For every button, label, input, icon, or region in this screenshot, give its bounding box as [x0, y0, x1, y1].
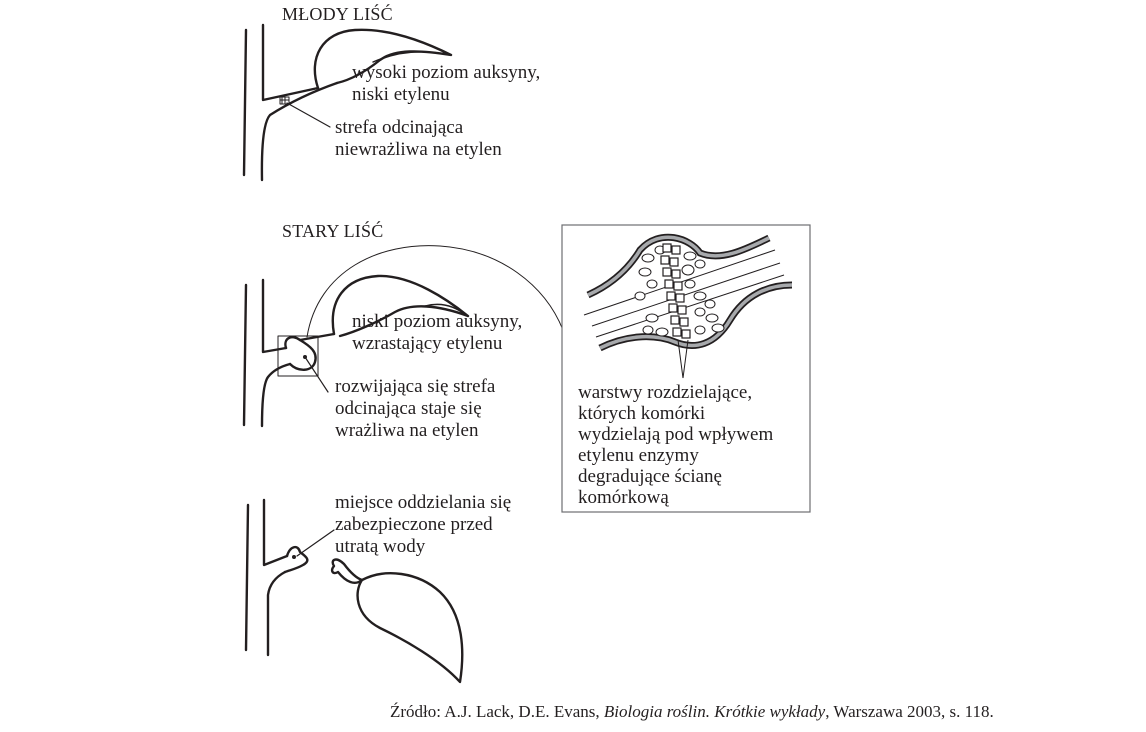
young-leaf-blade: [313, 28, 453, 90]
young-stem-right: [261, 23, 320, 102]
old-petiole-lower: [260, 362, 292, 428]
young-stem-left: [242, 28, 248, 177]
old-zoom-arc: [306, 245, 564, 338]
detached-stem-right: [262, 498, 289, 567]
inset-layers-label: warstwy rozdzielające, których komórki w…: [578, 382, 774, 508]
old-leaf-title: STARY LIŚĆ: [282, 221, 384, 241]
old-swelling: [284, 336, 317, 371]
young-leaf-vein: [372, 51, 450, 63]
old-leaf-hormone-label: niski poziom auksyny, wzrastający etylen…: [352, 311, 523, 354]
old-leaf-vein: [424, 303, 468, 317]
old-leaf-drawing: [242, 245, 564, 428]
source-citation: Źródło: A.J. Lack, D.E. Evans, Biologia …: [390, 702, 994, 722]
inset-panel: [561, 224, 811, 513]
young-leaf-zone-label: strefa odcinająca niewrażliwa na etylen: [335, 117, 502, 160]
young-leaf-title: MŁODY LIŚĆ: [282, 4, 393, 24]
fallen-leaf: [330, 558, 464, 684]
old-petiole-upper: [298, 332, 336, 342]
old-stem-left: [242, 283, 248, 427]
inset-parenchyma-cells: [634, 245, 725, 337]
inset-separation-layers: [660, 243, 691, 339]
inset-cell-wall-top: [586, 233, 771, 299]
detached-stem-lower: [266, 570, 287, 657]
young-leaf-drawing: [242, 23, 453, 182]
old-zoom-box: [277, 335, 319, 377]
young-petiole-lower: [260, 81, 339, 182]
old-stem-right: [261, 278, 288, 354]
old-leaf-zone-label: rozwijająca się strefa odcinająca staje …: [335, 376, 496, 441]
detached-scar: [283, 545, 309, 574]
inset-pointer-lines: [677, 339, 689, 379]
young-abscission-zone: [279, 96, 290, 105]
young-pointer-line: [286, 102, 331, 128]
old-pointer-line: [304, 356, 329, 393]
detached-pointer-line: [296, 529, 335, 557]
source-suffix: , Warszawa 2003, s. 118.: [825, 702, 994, 721]
inset-cell-wall-bottom: [598, 281, 793, 352]
source-book-title: Biologia roślin. Krótkie wykłady: [603, 702, 826, 721]
old-leaf-blade: [331, 274, 470, 338]
detached-stem-left: [244, 503, 250, 652]
detached-leaf-drawing: [244, 498, 464, 684]
young-leaf-hormone-label: wysoki poziom auksyny, niski etylenu: [352, 62, 541, 105]
detached-scar-label: miejsce oddzielania się zabezpieczone pr…: [335, 492, 512, 557]
detached-scar-dot: [292, 555, 296, 559]
source-prefix: Źródło: A.J. Lack, D.E. Evans,: [390, 702, 604, 721]
